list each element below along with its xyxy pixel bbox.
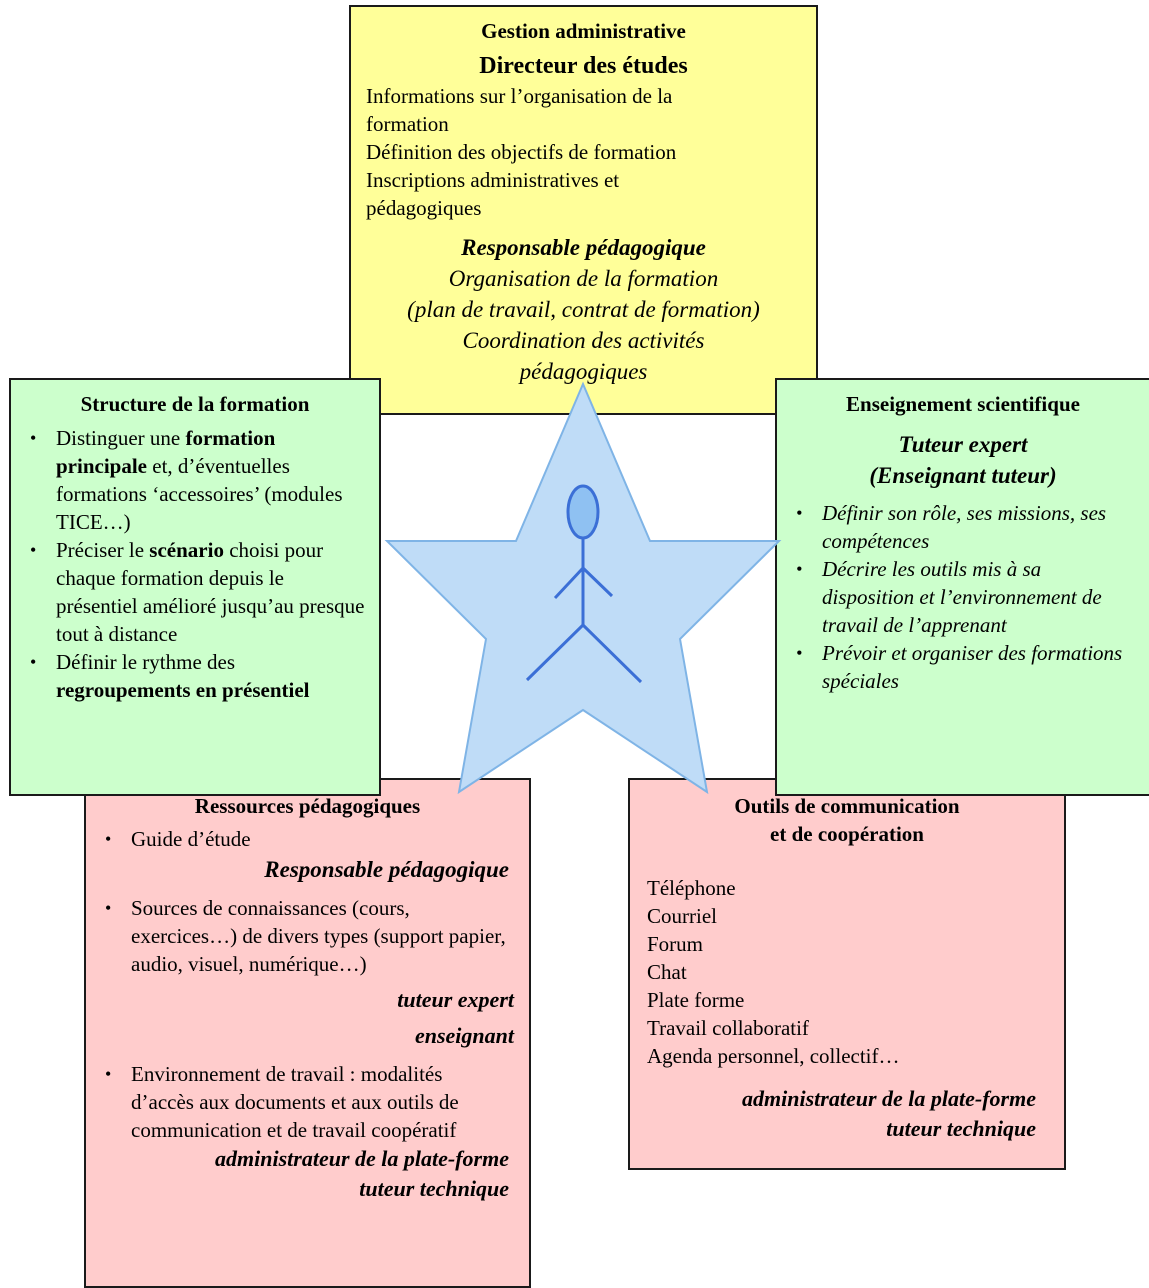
person-arm-right	[581, 566, 614, 598]
tools-list: Téléphone Courriel Forum Chat Plate form…	[630, 874, 1064, 1070]
responsable-line: Organisation de la formation	[448, 266, 719, 291]
item-text: choisi pour chaque formation depuis le p…	[56, 538, 365, 646]
list-item: Guide d’étude Responsable pédagogique	[86, 825, 529, 886]
tools-role: administrateur de la plate-forme	[742, 1086, 1036, 1111]
list-item: Environnement de travail : modalités d’a…	[86, 1060, 529, 1204]
item-keyword: scénario	[149, 538, 224, 562]
resources-title: Ressources pédagogiques	[194, 794, 421, 818]
person-head	[566, 484, 600, 540]
item-text: Distinguer une	[56, 426, 186, 450]
director-list: Informations sur l’organisation de la fo…	[351, 82, 816, 222]
list-item: Courriel	[647, 904, 717, 928]
item-text: et, d’éventuelles formations ‘accessoire…	[56, 454, 343, 534]
responsable-line: Coordination des activités	[462, 328, 705, 353]
list-item: Définir son rôle, ses missions, ses comp…	[777, 499, 1135, 555]
list-item: Distinguer une formation principale et, …	[11, 424, 367, 536]
resource-role: tuteur expert	[397, 987, 514, 1012]
list-item: Plate forme	[647, 988, 745, 1012]
item-keyword: formation principale	[56, 426, 276, 478]
list-item: Prévoir et organiser des formations spéc…	[777, 639, 1135, 695]
science-role-line: (Enseignant tuteur)	[869, 463, 1057, 488]
resource-role: administrateur de la plate-forme	[215, 1146, 509, 1171]
person-icon	[525, 484, 643, 684]
resources-list: Guide d’étude Responsable pédagogique So…	[86, 825, 529, 1204]
resource-role: Responsable pédagogique	[264, 857, 509, 882]
resource-role: tuteur technique	[359, 1176, 509, 1201]
list-item: Définir le rythme des regroupements en p…	[11, 648, 367, 704]
science-role: Tuteur expert (Enseignant tuteur)	[777, 429, 1149, 491]
item-text: Définir le rythme des	[56, 650, 236, 674]
structure-list: Distinguer une formation principale et, …	[11, 424, 379, 704]
resource-text: Sources de connaissances (cours, exercic…	[131, 896, 506, 976]
admin-box: Gestion administrative Directeur des étu…	[349, 5, 818, 415]
item-keyword: regroupements en présentiel	[56, 678, 310, 702]
science-title: Enseignement scientifique	[846, 392, 1080, 416]
resources-box: Ressources pédagogiques Guide d’étude Re…	[84, 778, 531, 1288]
item-text: Préciser le	[56, 538, 150, 562]
list-item: Chat	[647, 960, 687, 984]
tools-title-line: et de coopération	[770, 822, 924, 846]
responsable-title: Responsable pédagogique	[461, 235, 706, 260]
person-arm-left	[553, 566, 585, 600]
structure-box: Structure de la formation Distinguer une…	[9, 378, 381, 796]
tools-box: Outils de communication et de coopératio…	[628, 778, 1066, 1170]
list-item: Sources de connaissances (cours, exercic…	[86, 894, 529, 1054]
person-leg-right	[581, 623, 643, 684]
resource-role: enseignant	[414, 1023, 514, 1048]
director-line: formation	[366, 112, 449, 136]
director-line: pédagogiques	[366, 196, 482, 220]
tools-title-line: Outils de communication	[734, 794, 960, 818]
science-role-line: Tuteur expert	[898, 432, 1028, 457]
responsable-list: Organisation de la formation (plan de tr…	[351, 263, 816, 387]
list-item: Agenda personnel, collectif…	[647, 1044, 900, 1068]
structure-title: Structure de la formation	[80, 392, 310, 416]
tools-role: tuteur technique	[886, 1116, 1036, 1141]
science-list: Définir son rôle, ses missions, ses comp…	[777, 499, 1149, 695]
list-item: Forum	[647, 932, 704, 956]
director-line: Définition des objectifs de formation	[366, 140, 677, 164]
list-item: Préciser le scénario choisi pour chaque …	[11, 536, 367, 648]
tools-title: Outils de communication et de coopératio…	[630, 792, 1064, 848]
director-line: Informations sur l’organisation de la	[366, 84, 673, 108]
responsable-line: pédagogiques	[519, 359, 648, 384]
list-item: Téléphone	[647, 876, 736, 900]
admin-title: Gestion administrative	[481, 19, 686, 43]
science-box: Enseignement scientifique Tuteur expert …	[775, 378, 1149, 796]
list-item: Décrire les outils mis à sa disposition …	[777, 555, 1135, 639]
resource-text: Guide d’étude	[131, 827, 251, 851]
list-item: Travail collaboratif	[647, 1016, 809, 1040]
responsable-line: (plan de travail, contrat de formation)	[407, 297, 760, 322]
director-line: Inscriptions administratives et	[366, 168, 620, 192]
resource-text: Environnement de travail : modalités d’a…	[131, 1062, 459, 1142]
person-leg-left	[525, 623, 585, 682]
director-title: Directeur des études	[479, 53, 688, 79]
